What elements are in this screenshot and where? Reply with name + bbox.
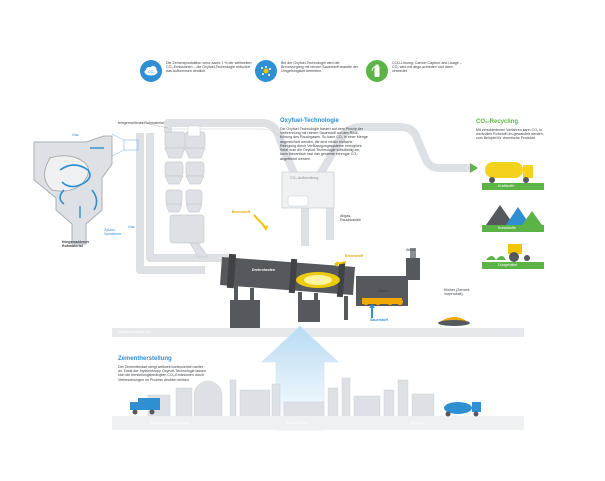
label-zyklon: Zyklon-Vorwärmer — [104, 228, 122, 237]
label-sauerstoff: Sauerstoff — [370, 318, 388, 322]
oxygen-particles-icon — [255, 60, 277, 82]
zement-text: Der Zementbedarf steigt weltweit kontinu… — [118, 365, 206, 382]
fact-text-1: Die Zementproduktion verur-sacht 7 % der… — [166, 61, 252, 74]
co2-cloud-icon: CO₂ — [140, 60, 162, 82]
svg-text:CO₂: CO₂ — [148, 70, 155, 74]
label-abluft: Abluft — [406, 248, 416, 252]
tractor-icon — [482, 244, 544, 269]
label-feingemahlenes-top: feingemahlenes Rohmaterial — [118, 121, 164, 125]
tipper-truck-icon — [130, 398, 160, 415]
recycling-title: CO₂-Recycling — [476, 119, 519, 125]
factory-skyline — [147, 377, 435, 418]
oxyfuel-text: Die Oxyfuel-Technologie basiert auf dem … — [280, 127, 368, 161]
label-gas-left: Gas — [72, 133, 79, 137]
gas-pipes — [136, 119, 470, 274]
recycling-item-3: Düngemittel — [498, 263, 518, 267]
plastics-pile-icon — [482, 205, 544, 232]
fuel-tanker-icon — [482, 162, 544, 190]
cyclone-preheater — [164, 131, 209, 258]
tanker-truck-icon — [444, 402, 481, 417]
zement-title: Zementherstellung — [118, 356, 172, 362]
label-kuehler: Kühler — [378, 289, 389, 293]
oxyfuel-title: Oxyfuel-Technologie — [280, 118, 339, 124]
clinker-cooler — [356, 248, 420, 306]
recycling-bottle-icon — [366, 60, 388, 82]
fact-text-2: Bei der Oxyfuel-Technologie wird der Bre… — [281, 61, 359, 74]
recycling-text: Mit verschiedenen Verfahren kann CO₂ in … — [476, 128, 544, 141]
recycling-item-1: Kraftstoffe — [498, 184, 515, 188]
label-co2-aufbereitung: CO₂-Aufbereitung — [290, 176, 319, 180]
label-klinkerzerkleinerung: Klinkerzerkleinerung — [118, 330, 151, 334]
recycling-item-2: Kunststoffe — [498, 226, 516, 230]
label-abgas: Abgas-Rauchkanäle — [340, 214, 361, 223]
fact-text-3: CCU-Lösung: Carbon Capture and Usage – C… — [392, 61, 462, 74]
label-drehrohrofen: Drehrohrofen — [252, 268, 275, 272]
label-zementmuehle: Zementmühle — [286, 421, 308, 425]
label-brennstoff-top: Brennstoff — [232, 210, 251, 214]
label-brennstoff-right: Brennstoff — [345, 254, 364, 258]
label-klinker: Klinker (Zement-Vorprodukt) — [444, 288, 471, 297]
rotary-kiln — [220, 253, 355, 330]
label-feingemahlenes-bottom: feingemahlenes Rohmaterial — [62, 240, 90, 249]
label-gas-lower: Gas — [128, 225, 135, 229]
label-versand: Versand — [410, 421, 424, 425]
label-rohmaterial-bottom: Rohmaterialvorbereitung — [150, 421, 190, 425]
cyclone-detail — [33, 135, 113, 245]
